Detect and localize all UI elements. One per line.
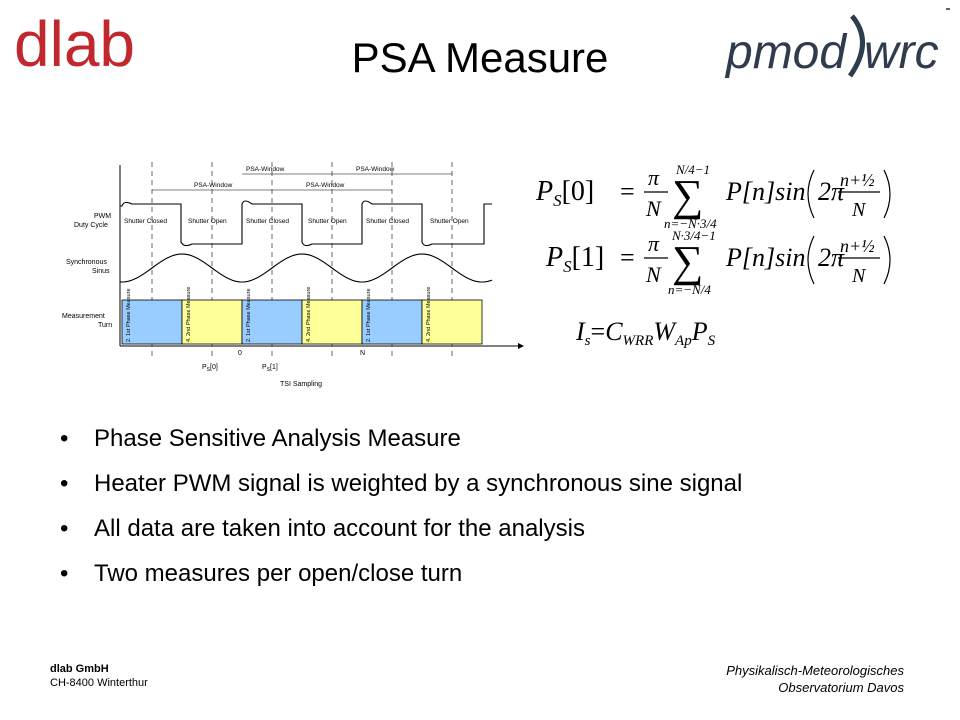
svg-text:n=−N·3/4: n=−N·3/4 — [664, 216, 717, 231]
shutter-label: Shutter Closed — [366, 218, 409, 225]
axis-zero-label: 0 — [238, 350, 242, 357]
ps0-label: PS[0] — [202, 364, 218, 373]
pmod-wrc-logo: pmod wrc — [724, 14, 939, 79]
x-axis-arrow-icon — [518, 343, 524, 349]
svg-text:N: N — [851, 265, 867, 287]
bullet-item: Heater PWM signal is weighted by a synch… — [60, 469, 920, 499]
svg-text:P[n]sin: P[n]sin — [725, 177, 805, 206]
svg-text:P[n]sin: P[n]sin — [725, 243, 805, 272]
wrc-logo-text: wrc — [864, 26, 939, 79]
measurement-block-label: 4. 2nd Phase Measure — [426, 287, 432, 342]
company-address: CH-8400 Winterthur — [50, 677, 148, 689]
measurement-block — [421, 299, 483, 345]
footer-company: dlab GmbH CH-8400 Winterthur — [50, 662, 148, 690]
psa-window-label: PSA-Window — [356, 166, 395, 173]
dlab-logo: dlab — [14, 10, 135, 76]
logo-arc-icon — [847, 14, 865, 78]
footer-institute: Physikalisch-Meteorologisches Observator… — [726, 662, 904, 696]
pwm-waveform — [120, 200, 492, 247]
institute-line-2: Observatorium Davos — [778, 680, 904, 695]
svg-text:Is=CWRRWApPS: Is=CWRRWApPS — [575, 317, 716, 349]
page-title: PSA Measure — [351, 34, 609, 81]
svg-text:=: = — [620, 177, 635, 206]
company-name: dlab GmbH — [50, 663, 109, 675]
measurement-block — [241, 299, 303, 345]
formula-ps0: PS[0] = π N ∑ N/4−1 n=−N·3/4 P[n]sin 2π … — [536, 162, 891, 231]
psa-window-label: PSA-Window — [194, 182, 233, 189]
tsi-sampling-label: TSI Sampling — [280, 381, 322, 388]
measurement-block — [301, 299, 363, 345]
bullet-list: Phase Sensitive Analysis Measure Heater … — [60, 424, 920, 604]
svg-text:n+½: n+½ — [840, 170, 875, 190]
axis-n-label: N — [360, 350, 365, 357]
institute-line-1: Physikalisch-Meteorologisches — [726, 663, 904, 678]
psa-formulas: PS[0] = π N ∑ N/4−1 n=−N·3/4 P[n]sin 2π … — [536, 162, 891, 349]
measurement-block-label: 2. 1st Phase Measure — [246, 288, 252, 342]
dlab-logo-text: dlab — [14, 10, 135, 76]
psa-window-markers — [152, 173, 452, 191]
svg-text:N: N — [645, 262, 662, 287]
formula-is: Is=CWRRWApPS — [575, 317, 716, 349]
row-label-duty-cycle: Duty Cycle — [74, 222, 108, 229]
pmod-logo-text: pmod — [724, 26, 847, 79]
svg-text:PS[1]: PS[1] — [545, 242, 604, 276]
shutter-label: Shutter Open — [308, 218, 347, 225]
formula-ps1: PS[1] = π N ∑ N·3/4−1 n=−N/4 P[n]sin 2π … — [545, 228, 891, 297]
measurement-block-label: 4. 2nd Phase Measure — [186, 287, 192, 342]
shutter-label: Shutter Closed — [246, 218, 289, 225]
corner-mark — [946, 8, 950, 10]
svg-text:=: = — [620, 243, 635, 272]
svg-text:n=−N/4: n=−N/4 — [668, 282, 711, 297]
bullet-item: All data are taken into account for the … — [60, 514, 920, 544]
svg-text:N: N — [645, 196, 662, 221]
measurement-block-label: 2. 1st Phase Measure — [366, 288, 372, 342]
svg-text:π: π — [648, 231, 660, 256]
shutter-label: Shutter Open — [430, 218, 469, 225]
measurement-block — [181, 299, 243, 345]
row-label-synchronous: Synchronous — [66, 259, 107, 266]
row-label-pwm: PWM — [94, 213, 111, 220]
shutter-labels: Shutter Closed Shutter Open Shutter Clos… — [124, 218, 469, 225]
psa-timing-diagram: PSA-Window PSA-Window PSA-Window PSA-Win… — [62, 162, 524, 388]
measurement-block-label: 2. 1st Phase Measure — [126, 288, 132, 342]
svg-text:π: π — [648, 165, 660, 190]
psa-window-label: PSA-Window — [306, 182, 345, 189]
bullet-item: Two measures per open/close turn — [60, 559, 920, 589]
shutter-label: Shutter Open — [188, 218, 227, 225]
svg-text:n+½: n+½ — [840, 236, 875, 256]
measurement-block — [361, 299, 423, 345]
svg-text:N·3/4−1: N·3/4−1 — [671, 228, 716, 243]
row-label-sinus: Sinus — [92, 268, 110, 275]
measurement-block — [121, 299, 183, 345]
svg-text:PS[0]: PS[0] — [536, 176, 594, 210]
sine-waveform — [119, 253, 493, 283]
row-label-measurement: Measurement — [62, 313, 105, 320]
svg-text:∑: ∑ — [672, 237, 703, 286]
measurement-blocks: 2. 1st Phase Measure 4. 2nd Phase Measure… — [121, 287, 483, 345]
svg-text:∑: ∑ — [672, 171, 703, 220]
measurement-block-label: 4. 2nd Phase Measure — [306, 287, 312, 342]
shutter-label: Shutter Closed — [124, 218, 167, 225]
svg-text:N: N — [851, 199, 867, 221]
bullet-item: Phase Sensitive Analysis Measure — [60, 424, 920, 454]
ps1-label: PS[1] — [262, 364, 278, 373]
row-label-turn: Turn — [98, 322, 112, 329]
svg-text:N/4−1: N/4−1 — [675, 162, 710, 177]
psa-window-label: PSA-Window — [246, 166, 285, 173]
